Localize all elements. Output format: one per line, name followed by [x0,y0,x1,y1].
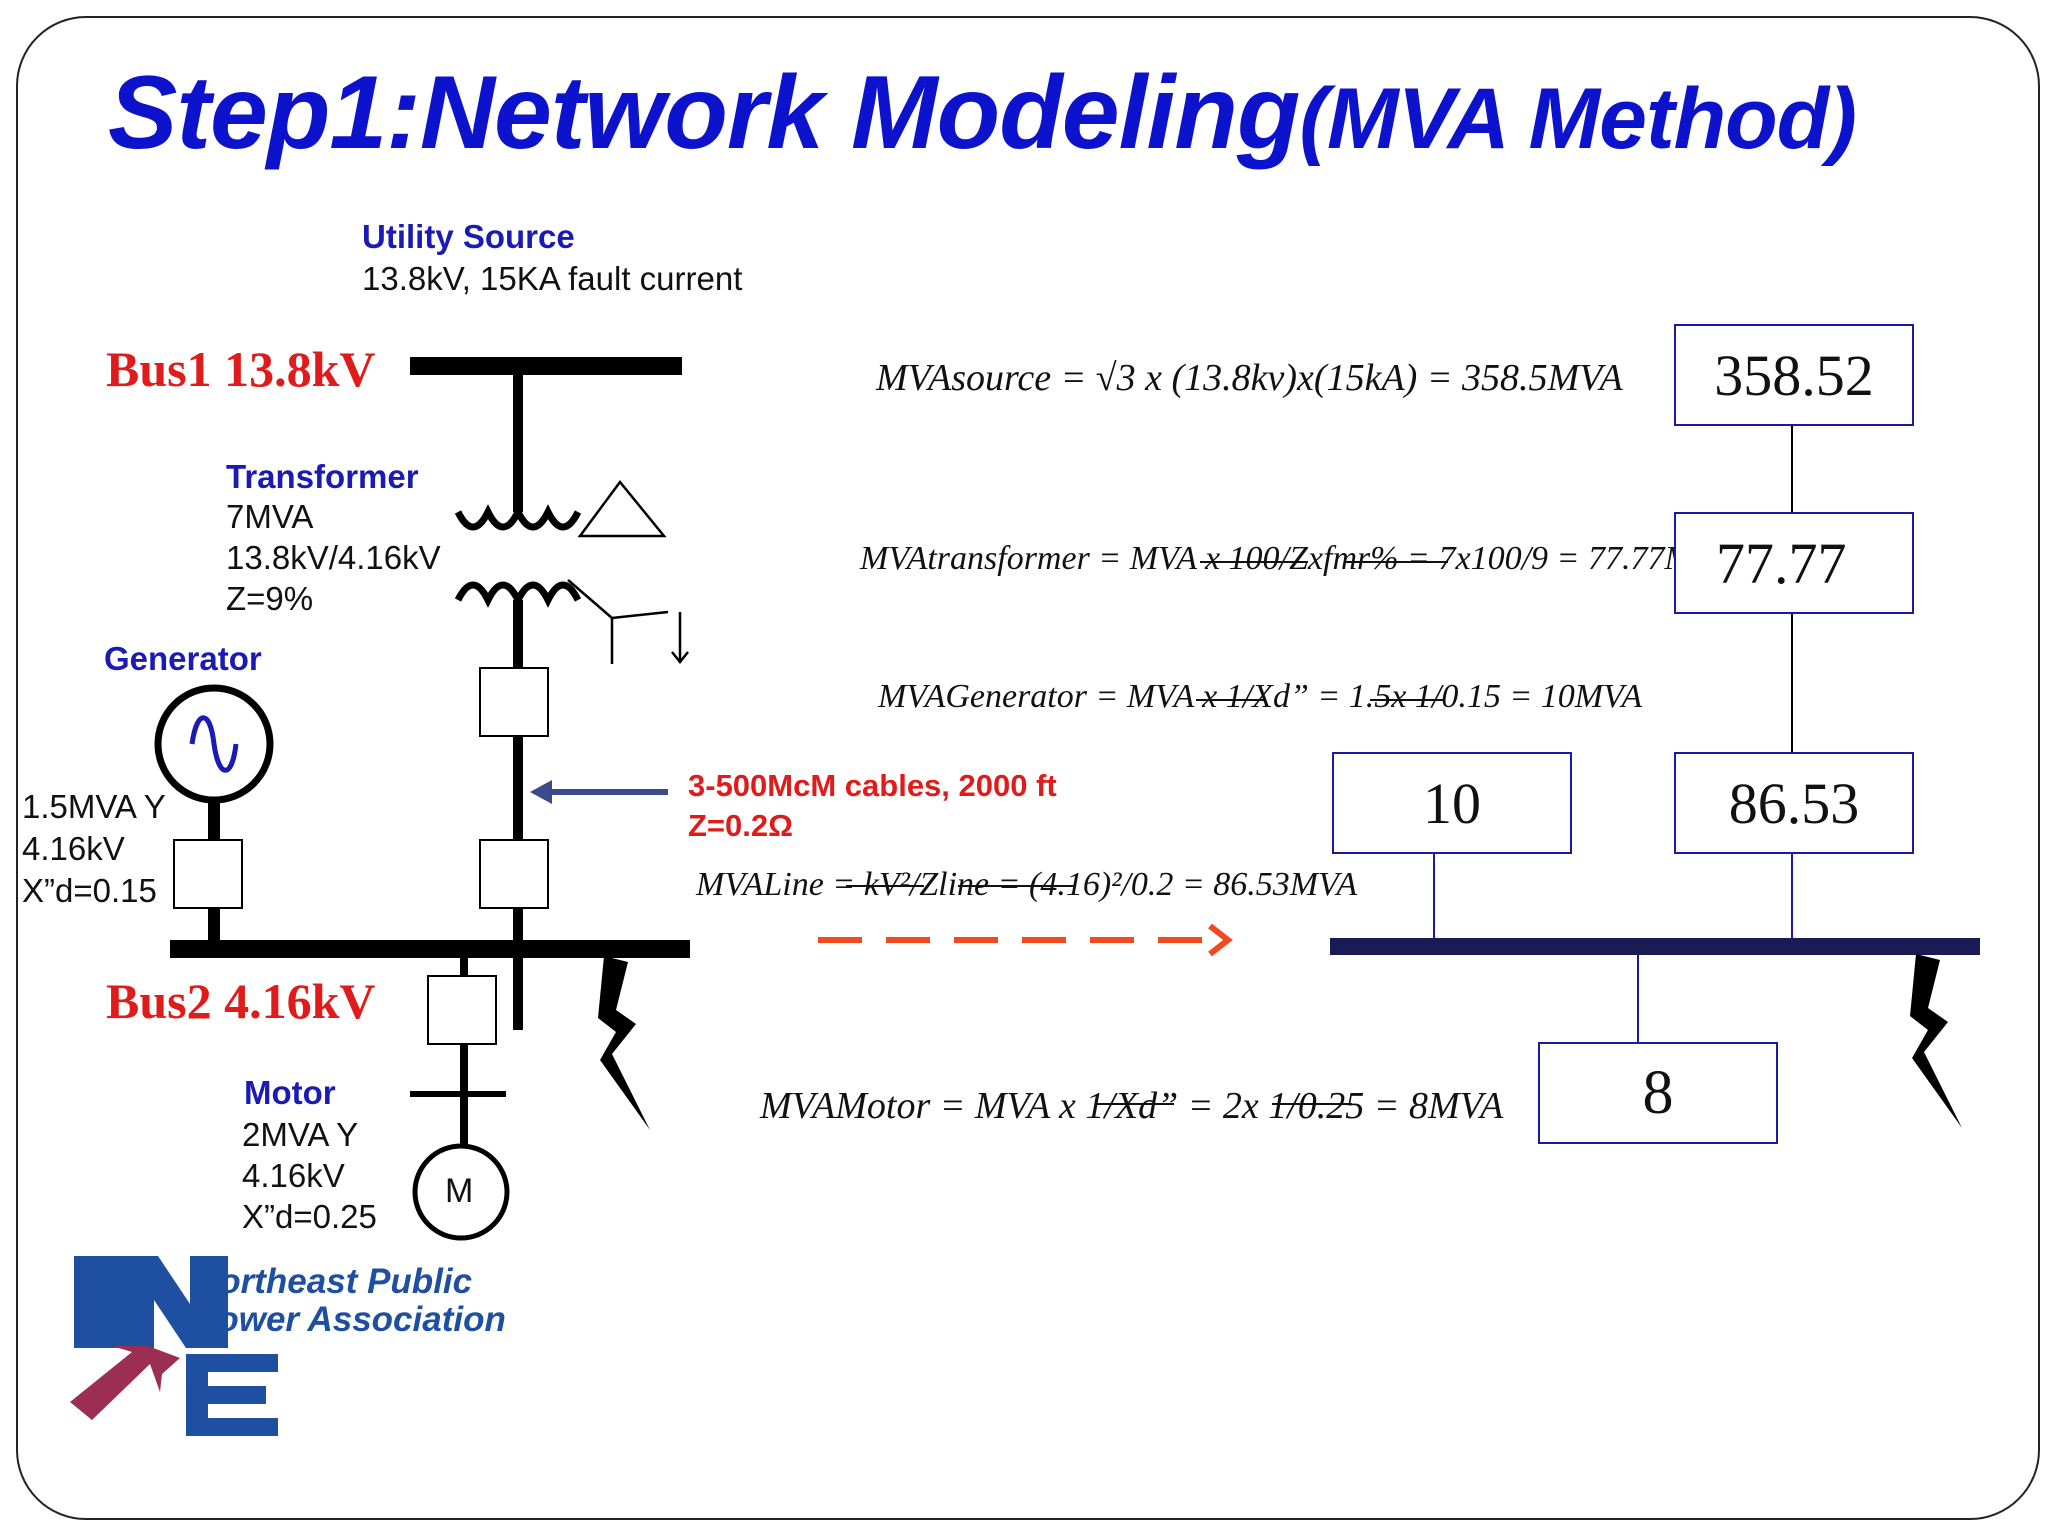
utility-detail: 13.8kV, 15KA fault current [362,260,743,297]
cable-impedance: Z=0.2Ω [688,808,793,843]
motor-reactance: X”d=0.25 [242,1198,377,1235]
mva-box-generator: 10 [1332,752,1572,854]
cable-spec: 3-500McM cables, 2000 ft [688,768,1057,803]
transformer-secondary-coil [454,581,582,608]
feeder-breaker-lower [479,839,549,909]
cable-arrow-icon [530,780,552,804]
generator-heading: Generator [104,640,262,677]
transformer-impedance: Z=9% [226,580,314,617]
bus1-label: Bus1 13.8kV [106,341,376,397]
logo-line-2: Power Association [194,1300,506,1339]
logo-line-1: Northeast Public [194,1262,473,1301]
transformer-voltage: 13.8kV/4.16kV [226,539,441,576]
generator-voltage: 4.16kV [22,830,125,867]
equation-motor: MVAMotor = MVA x 1/Xd” = 2x 1/0.25 = 8MV… [760,1085,1504,1127]
motor-rating: 2MVA Y [242,1116,359,1153]
bus2-label: Bus2 4.16kV [106,973,376,1029]
motor-symbol: M [445,1172,474,1210]
delta-icon [577,479,667,538]
fault-lightning-icon [598,956,650,1130]
wye-ground-icon [567,579,689,665]
fault-lightning-equiv-icon [1910,954,1962,1128]
arrow-head-icon [1208,923,1233,957]
generator-breaker [173,839,243,909]
equation-transformer: MVAtransformer = MVA x 100/Zxfmr% = 7x10… [860,540,1732,577]
motor-breaker [427,975,497,1045]
mva-box-transformer: 77.77 [1674,512,1914,614]
mva-box-line: 86.53 [1674,752,1914,854]
mva-box-source: 358.52 [1674,324,1914,426]
equation-generator: MVAGenerator = MVA x 1/Xd” = 1.5x 1/0.15… [878,678,1643,715]
motor-voltage: 4.16kV [242,1157,345,1194]
transformer-rating: 7MVA [226,498,314,535]
ac-wave-icon [189,715,239,773]
equation-line: MVALine = kV²/Zline = (4.16)²/0.2 = 86.5… [696,866,1358,903]
transformer-heading: Transformer [226,458,419,495]
generator-rating: 1.5MVA Y [22,788,166,825]
equivalent-bus-bar [1330,938,1980,955]
mva-box-motor: 8 [1538,1042,1778,1144]
bus2-bar [170,940,690,958]
page-title: Step1:Network Modeling(MVA Method) [108,55,1857,171]
generator-reactance: X”d=0.15 [22,872,157,909]
equation-source: MVAsource = √3 x (13.8kv)x(15kA) = 358.5… [876,357,1623,399]
transformer-primary-coil [454,504,582,531]
motor-heading: Motor [244,1074,336,1111]
feeder-breaker-upper [479,667,549,737]
motor-circle [412,1143,510,1241]
bus1-bar [410,357,682,375]
utility-heading: Utility Source [362,218,575,255]
nppa-logo-icon [70,1256,278,1436]
